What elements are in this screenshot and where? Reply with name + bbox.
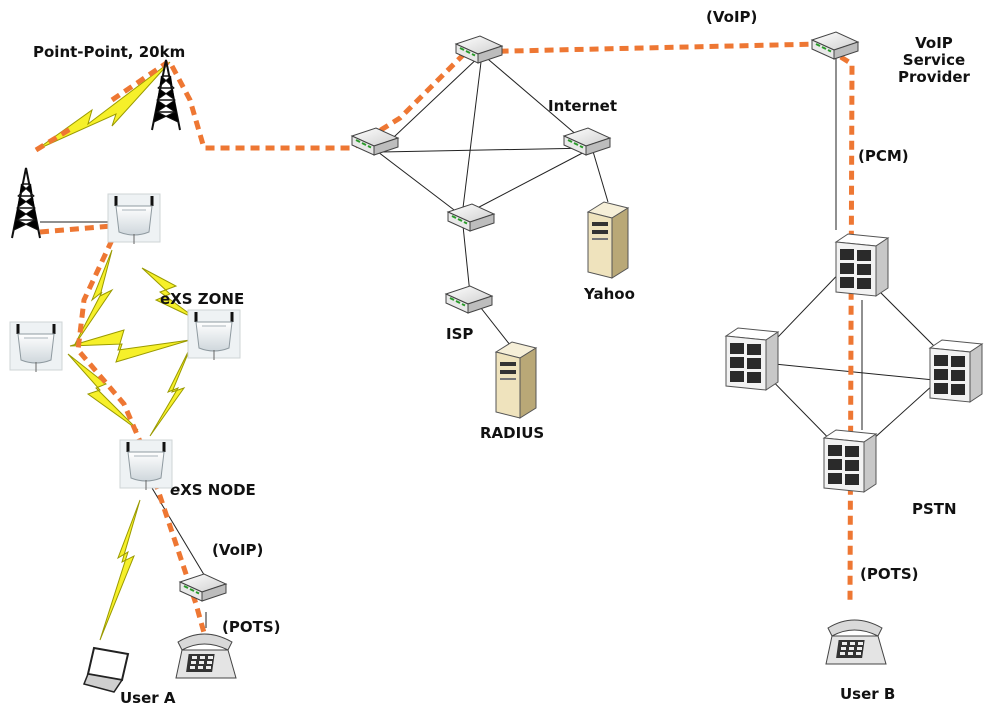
server-icon [587, 201, 629, 279]
pots-right-label: (POTS) [860, 565, 919, 583]
lightning-icon [67, 353, 139, 431]
exs-node-label: eXS NODE [170, 482, 256, 499]
router-icon [563, 127, 611, 156]
lightning-icon [69, 329, 191, 363]
wifi-node-icon [118, 438, 174, 492]
switch-icon [823, 429, 877, 493]
server-icon [495, 341, 537, 419]
router-icon [447, 203, 495, 232]
router-icon [811, 31, 859, 60]
switch-icon [929, 339, 983, 403]
phone-icon [175, 633, 237, 679]
phone-icon [825, 619, 887, 665]
lightning-icon [99, 499, 141, 641]
internet-label: Internet [548, 97, 618, 115]
pots-left-label: (POTS) [222, 618, 281, 636]
wifi-node-icon [186, 308, 242, 362]
switch-icon [725, 327, 779, 391]
laptop-icon [83, 647, 129, 693]
pstn-label: PSTN [912, 500, 957, 518]
voip-provider-label: VoIP Service Provider [898, 34, 970, 86]
call-path [34, 41, 855, 641]
switch-icon [835, 233, 889, 297]
lightning-icon [35, 61, 171, 151]
voip-user-label: (VoIP) [212, 541, 264, 559]
tower-icon [11, 167, 41, 239]
router-icon [351, 127, 399, 156]
wifi-node-icon [106, 192, 162, 246]
yahoo-label: Yahoo [584, 285, 635, 303]
point-to-point-label: Point-Point, 20km [33, 43, 186, 61]
pcm-label: (PCM) [858, 147, 909, 165]
router-icon [179, 573, 227, 602]
user-b-label: User B [840, 685, 896, 703]
user-a-label: User A [120, 689, 176, 707]
wifi-node-icon [8, 320, 64, 374]
voip-link-label: (VoIP) [706, 8, 758, 26]
radius-label: RADIUS [480, 424, 545, 442]
lightning-icon [149, 343, 193, 437]
exs-node-prefix: e [170, 481, 181, 499]
router-icon [455, 35, 503, 64]
isp-label: ISP [446, 325, 474, 343]
exs-node-text: XS NODE [180, 481, 256, 499]
exs-zone-label: eXS ZONE [160, 290, 245, 308]
router-icon [445, 285, 493, 314]
